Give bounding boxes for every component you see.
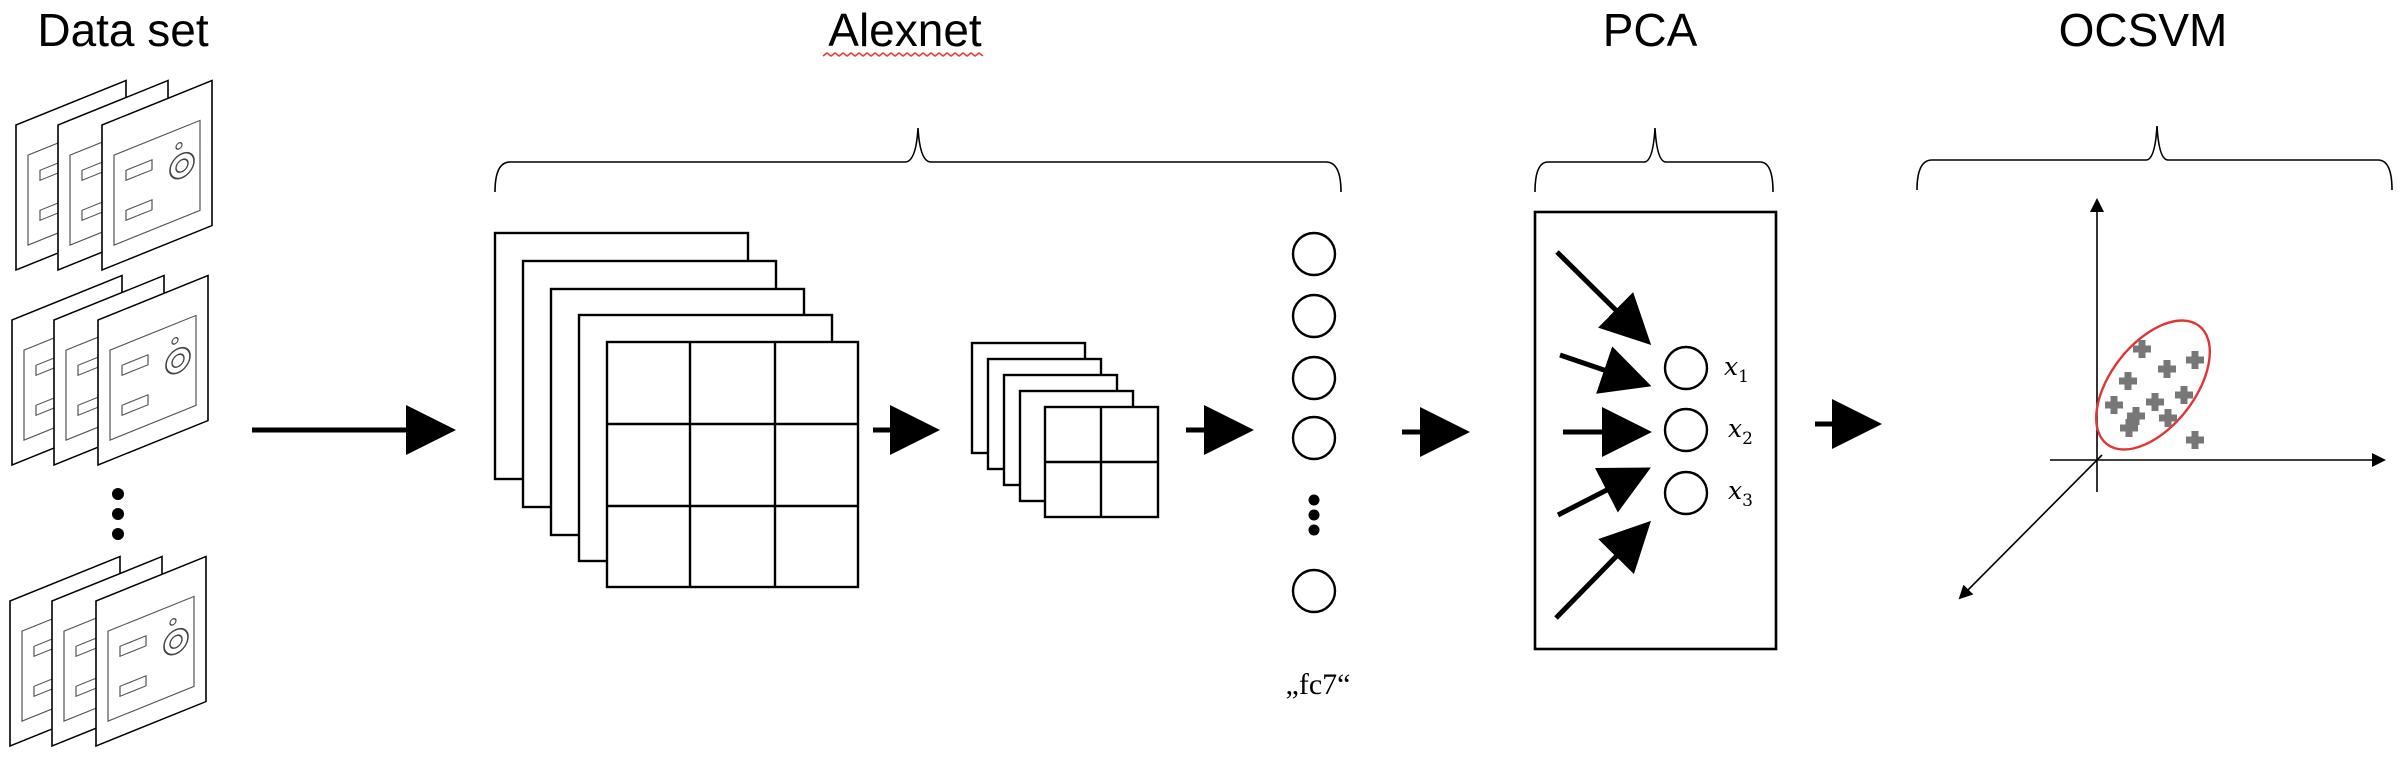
conv-stack-small xyxy=(970,341,1160,519)
ocsvm-sample-points xyxy=(2105,340,2204,449)
pca-component-nodes xyxy=(1663,345,1709,516)
conv-stack-large xyxy=(493,231,860,589)
pca-output-x1: x1 xyxy=(1724,352,1749,387)
brace-alexnet xyxy=(494,127,1342,193)
title-dataset: Data set xyxy=(37,4,209,56)
ocsvm-decision-boundary xyxy=(2094,319,2212,451)
ocsvm-axes xyxy=(1958,198,2386,600)
title-alexnet: Alexnet xyxy=(828,4,982,56)
spellcheck-underline xyxy=(822,52,984,57)
fc7-neuron-column xyxy=(1291,231,1337,614)
pca-output-x3: x3 xyxy=(1728,476,1753,511)
plus-icon xyxy=(2158,360,2176,378)
brace-ocsvm xyxy=(1916,125,2393,191)
pca-input-arrows xyxy=(1554,250,1652,620)
fc7-label: „fc7“ xyxy=(1286,668,1351,701)
plus-icon xyxy=(2186,431,2204,449)
title-pca: PCA xyxy=(1603,4,1698,56)
brace-pca xyxy=(1534,127,1774,193)
plus-icon xyxy=(2119,372,2137,390)
dataset-ellipsis-icon xyxy=(112,488,124,540)
fc7-ellipsis-icon xyxy=(1308,494,1320,536)
plus-icon xyxy=(2105,396,2123,414)
title-ocsvm: OCSVM xyxy=(2059,4,2228,56)
plus-icon xyxy=(2175,386,2193,404)
plus-icon xyxy=(2186,351,2204,369)
pca-output-x2: x2 xyxy=(1728,414,1753,449)
plus-icon xyxy=(2146,393,2164,411)
dataset-image-stacks xyxy=(9,79,213,748)
